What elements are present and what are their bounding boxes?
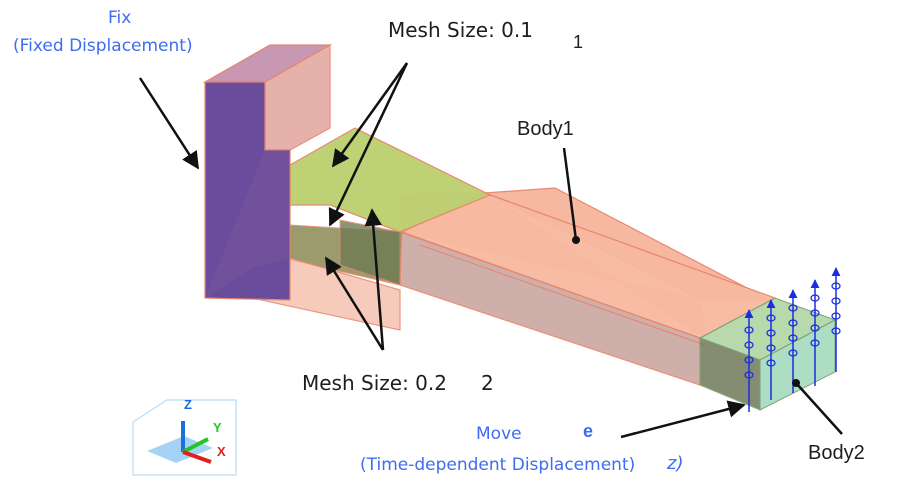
fix-label: Fix: [108, 8, 132, 28]
load-arrow-ring: [766, 359, 776, 367]
body2-dot: [792, 379, 800, 387]
mesh2-arrow-b: [364, 208, 385, 351]
load-arrow-ring: [810, 339, 820, 347]
callout-lines: [138, 62, 843, 439]
load-arrow-ring: [744, 326, 754, 334]
body1-label: Body1: [517, 118, 574, 140]
load-arrow-ring: [831, 327, 841, 335]
load-arrow-ring: [744, 356, 754, 364]
load-arrow-ring: [810, 309, 820, 317]
fixed-face: [204, 81, 291, 301]
body2-leader: [795, 382, 843, 435]
load-arrow-ring: [831, 297, 841, 305]
triad-y-label: Y: [213, 420, 222, 435]
flange-lower-face: [205, 150, 290, 298]
load-arrow-ring: [766, 344, 776, 352]
load-arrow-ring: [744, 341, 754, 349]
triad-z-label: Z: [184, 397, 192, 412]
beam-ridge-line: [419, 244, 706, 346]
mesh-size-1-label: Mesh Size: 0.1: [388, 18, 533, 42]
body1-geometry: [202, 43, 777, 386]
mesh-size-1-marker: 1: [573, 32, 584, 52]
x-axis-arrow: [182, 450, 212, 464]
mesh2-arrow-a: [324, 256, 385, 351]
load-arrow-ring: [788, 349, 798, 357]
body2-front: [759, 319, 836, 411]
mesh-size-2-label: Mesh Size: 0.2: [302, 371, 447, 395]
y-axis-arrow: [182, 437, 209, 454]
move-arrow: [620, 400, 746, 439]
mesh1-arrow-a: [331, 62, 409, 168]
body1-dot: [572, 236, 580, 244]
load-arrow-ring: [788, 304, 798, 312]
mesh1-arrow-b: [328, 62, 409, 227]
displacement-arrows: [744, 267, 841, 412]
mesh-size-2-marker: 2: [481, 371, 494, 395]
body1-leader: [562, 147, 578, 241]
load-arrow-ring: [810, 324, 820, 332]
load-arrow-ring: [831, 282, 841, 290]
move-marker: e: [583, 421, 594, 441]
triad-x-label: X: [217, 444, 226, 459]
triad-box: [132, 399, 237, 476]
load-arrow-ring: [766, 329, 776, 337]
axis-triad: [132, 399, 237, 476]
body2-geometry: [698, 297, 837, 411]
move-label: Move: [476, 424, 522, 444]
time-dependent-marker: z): [667, 453, 684, 474]
load-arrow-ring: [788, 319, 798, 327]
fine-mesh-inner-side: [339, 219, 401, 286]
body2-label: Body2: [808, 442, 865, 464]
load-arrow-ring: [766, 314, 776, 322]
load-arrow-ring: [831, 312, 841, 320]
load-arrow-ring: [810, 294, 820, 302]
time-dependent-displacement-label: (Time-dependent Displacement): [360, 455, 636, 475]
fix-arrow: [138, 77, 200, 170]
load-arrow-ring: [788, 334, 798, 342]
fixed-displacement-label: (Fixed Displacement): [13, 36, 193, 56]
load-arrow-ring: [744, 371, 754, 379]
